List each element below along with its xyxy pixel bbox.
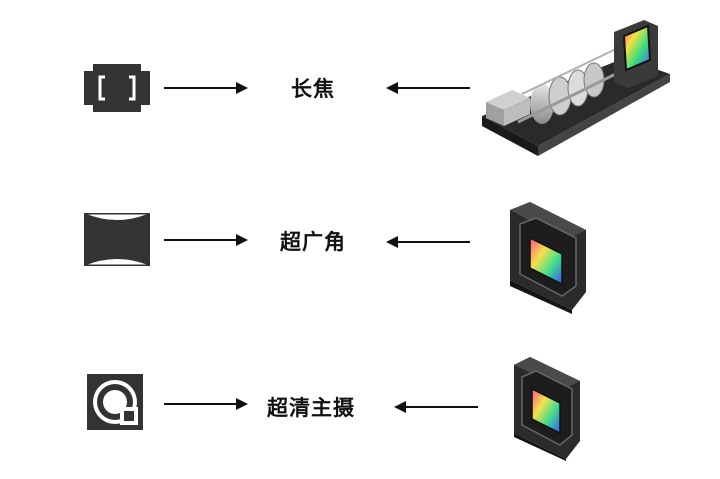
- ultrawide-curved-icon: [84, 213, 150, 266]
- label-telephoto: 长焦: [291, 77, 335, 101]
- main-camera-q-icon: [87, 374, 143, 430]
- arrow-right-icon: [164, 398, 248, 410]
- arrow-right-icon: [164, 82, 248, 94]
- periscope-telephoto-module: [482, 20, 670, 156]
- label-ultrawide: 超广角: [280, 230, 346, 254]
- arrow-left-icon: [386, 236, 470, 248]
- ultrawide-camera-sensor: [510, 202, 586, 314]
- arrow-left-icon: [386, 82, 470, 94]
- arrow-left-icon: [394, 401, 478, 413]
- main-camera-sensor: [514, 357, 580, 461]
- label-main-camera: 超清主摄: [267, 396, 355, 420]
- arrow-right-icon: [164, 234, 248, 246]
- telephoto-bracket-icon: [84, 64, 150, 112]
